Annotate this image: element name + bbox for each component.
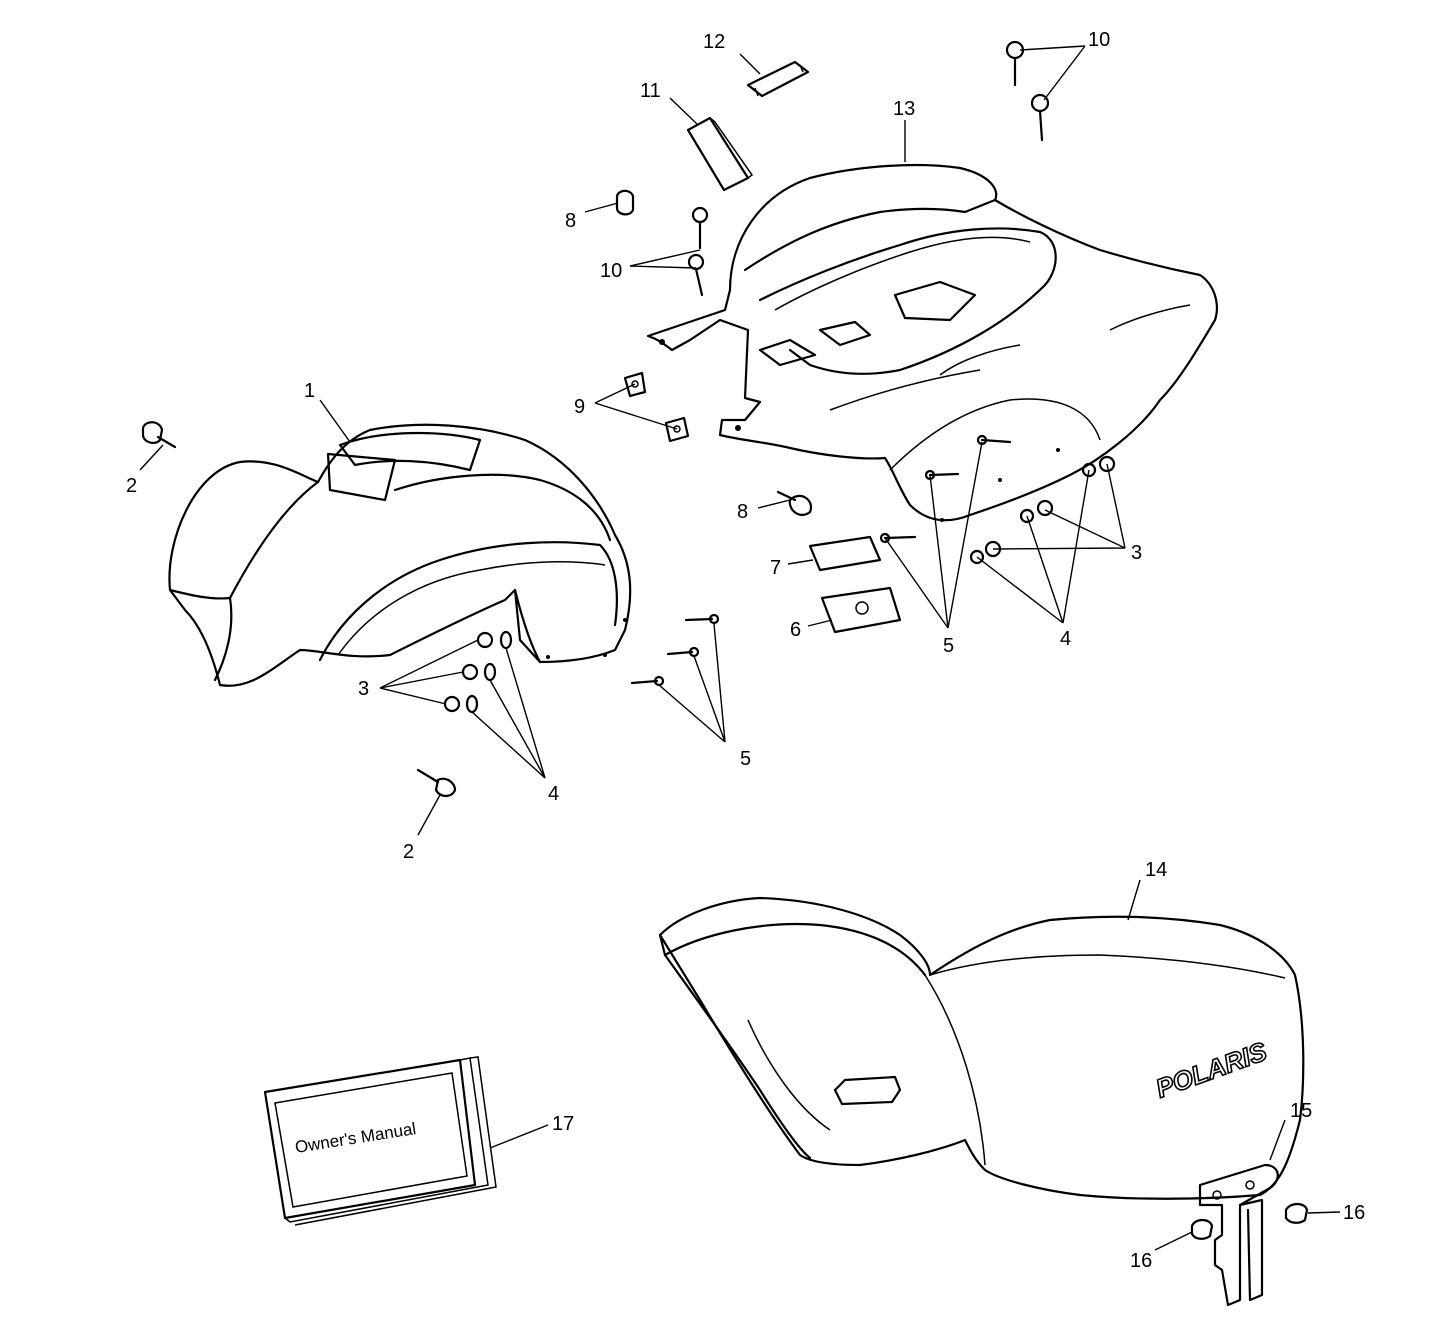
- part-12-clip: [746, 60, 810, 98]
- callout-8-mid: 8: [737, 501, 748, 523]
- part-9-nuts: [623, 371, 690, 443]
- callout-12: 12: [703, 31, 725, 53]
- callout-17: 17: [552, 1113, 574, 1135]
- callout-6: 6: [790, 619, 801, 641]
- part-2-bolt-bottom: [416, 768, 457, 798]
- seat: POLARIS: [658, 896, 1305, 1200]
- leader-lines: [139, 45, 1341, 1251]
- callout-4-front: 4: [548, 783, 559, 805]
- callout-labels: 1 2 2 3 4 5 12 11 8 10 10 13 9 8 7 6 5 3…: [126, 29, 1365, 1272]
- callout-4-rear: 4: [1060, 628, 1071, 650]
- callout-5-front: 5: [740, 748, 751, 770]
- part-16-nuts: [1190, 1202, 1309, 1240]
- manual-cover-text: Owner's Manual: [294, 1119, 418, 1157]
- part-7-pad: [808, 535, 882, 572]
- callout-16-left: 16: [1130, 1250, 1152, 1272]
- callout-14: 14: [1145, 859, 1167, 881]
- part-8-fastener-mid: [776, 490, 813, 516]
- callout-7: 7: [770, 557, 781, 579]
- part-10-screws-mid: [687, 206, 709, 297]
- part-8-fastener-top: [615, 189, 635, 216]
- callout-10-mid: 10: [600, 260, 622, 282]
- part-5-screws-front: [630, 613, 720, 687]
- part-10-screws-top: [1005, 40, 1050, 142]
- part-3-4-washers-rear: [969, 455, 1116, 565]
- front-fender: [168, 423, 632, 687]
- callout-2-top: 2: [126, 475, 137, 497]
- rear-fender: [646, 163, 1218, 522]
- callout-9: 9: [574, 396, 585, 418]
- callout-2-bottom: 2: [403, 841, 414, 863]
- callout-11: 11: [640, 80, 661, 102]
- owners-manual: Owner's Manual: [263, 1056, 497, 1226]
- callout-13: 13: [893, 98, 915, 120]
- part-11-bracket: [686, 116, 754, 192]
- seat-logo: POLARIS: [1152, 1036, 1271, 1104]
- callout-10-top: 10: [1088, 29, 1110, 51]
- callout-16-right: 16: [1343, 1202, 1365, 1224]
- seat-latch: [1198, 1163, 1279, 1307]
- callout-1: 1: [304, 380, 315, 402]
- callout-5-rear: 5: [943, 635, 954, 657]
- part-6-plate: [820, 586, 902, 634]
- callout-15: 15: [1290, 1100, 1312, 1122]
- callout-3-front: 3: [358, 678, 369, 700]
- callout-3-rear: 3: [1131, 542, 1142, 564]
- part-2-bolt-top: [141, 421, 177, 449]
- callout-8-top: 8: [565, 210, 576, 232]
